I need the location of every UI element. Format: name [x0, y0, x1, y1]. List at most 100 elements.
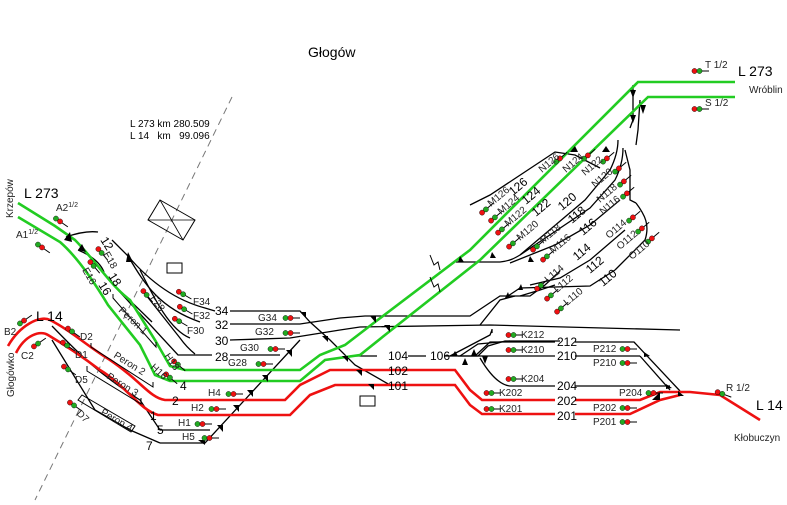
signal-p210: P210 [593, 358, 637, 369]
signal-label: D5 [75, 375, 88, 386]
signal-label: P204 [619, 388, 643, 399]
line-l14-east-label: L 14 [756, 397, 783, 413]
station-title: Głogów [308, 44, 356, 60]
track-7: 7 [146, 439, 153, 453]
signal-h5: H5 [182, 432, 219, 443]
signal-label: P201 [593, 417, 617, 428]
track-201: 201 [557, 409, 577, 423]
destination-klobuczyn: Kłobuczyn [734, 433, 780, 444]
signal-label: H2 [191, 403, 204, 414]
track-5: 5 [157, 423, 164, 437]
track-212: 212 [557, 335, 577, 349]
signal-r: R 1/2 [714, 383, 750, 398]
destination-wroblin: Wróblin [749, 85, 783, 96]
signal-g30: G30 [240, 343, 285, 354]
signal-label: R 1/2 [726, 383, 750, 394]
signal-label: P212 [593, 344, 617, 355]
line-l273-west-label: L 273 [24, 185, 59, 201]
signal-f30: F30 [172, 315, 205, 337]
platform-4-label: Peron 4 [99, 407, 135, 434]
signal-g34: G34 [258, 313, 300, 324]
platforms [77, 294, 157, 433]
black-tracks [51, 85, 681, 444]
switch-markers [64, 90, 684, 445]
signal-label: K204 [521, 374, 545, 385]
signal-label: K212 [521, 330, 545, 341]
signal-k201: K201 [483, 404, 523, 415]
track-102: 102 [388, 364, 408, 378]
track-104: 104 [388, 349, 408, 363]
signal-label: K210 [521, 345, 545, 356]
box-icon [166, 262, 183, 274]
signal-s: S 1/2 [691, 98, 729, 112]
km-marker-l273: L 273 km 280.509 [130, 119, 210, 130]
signal-label: P202 [593, 403, 617, 414]
signal-k204: K204 [505, 374, 545, 385]
signal-label: G28 [228, 358, 247, 369]
signal-d5: D5 [61, 363, 88, 386]
destination-glogowko: Głogówko [6, 352, 17, 397]
signal-label: F32 [193, 311, 211, 322]
line-l273-east-label: L 273 [738, 63, 773, 79]
track-30: 30 [215, 334, 229, 348]
signal-c2: C2 [21, 337, 47, 362]
signal-label: G34 [258, 313, 277, 324]
signal-b2: B2 [4, 314, 33, 338]
signal-h4: H4 [208, 388, 243, 399]
signal-f32: F32 [177, 303, 211, 322]
signal-k212: K212 [505, 330, 545, 341]
track-4: 4 [180, 379, 187, 393]
track-101: 101 [388, 379, 408, 393]
signal-label: D7 [74, 408, 91, 425]
signal-label: C2 [21, 351, 34, 362]
signal-f34: F34 [176, 288, 211, 308]
signal-label: S 1/2 [705, 98, 729, 109]
signal-label: T 1/2 [705, 60, 728, 71]
track-28: 28 [215, 350, 229, 364]
signal-label: G30 [240, 343, 259, 354]
signal-p204: P204 [619, 388, 663, 399]
signal-label: K202 [499, 388, 523, 399]
signal-label: D1 [75, 350, 88, 361]
signal-label: G32 [255, 327, 274, 338]
signal-d1: D1 [60, 339, 88, 361]
signal-n126: N126 [537, 151, 568, 175]
signal-t: T 1/2 [691, 60, 728, 74]
line-l273 [17, 80, 735, 383]
track-32: 32 [215, 318, 229, 332]
signal-label: K201 [499, 404, 523, 415]
station-building-icon [147, 199, 196, 241]
signal-d7: D7 [67, 399, 91, 425]
signal-label: H1 [178, 418, 191, 429]
signal-h2: H2 [191, 403, 226, 414]
signal-g32: G32 [255, 327, 300, 338]
signal-label: H4 [208, 388, 221, 399]
signal-d2: D2 [65, 325, 93, 343]
signal-label: F28 [148, 293, 167, 314]
line-l14 [6, 317, 761, 422]
signal-k210: K210 [505, 345, 545, 356]
destination-krzepow: Krzepów [5, 178, 16, 218]
signal-label: F34 [193, 297, 211, 308]
signal-label: F30 [187, 326, 205, 337]
signal-label: P210 [593, 358, 617, 369]
signal-label: D2 [80, 332, 93, 343]
signal-g28: G28 [228, 358, 273, 369]
track-1: 1 [150, 409, 157, 423]
signal-label: H5 [182, 432, 195, 443]
track-210: 210 [557, 349, 577, 363]
signal-a2: A21/2 [53, 202, 78, 228]
signal-label: A11/2 [16, 229, 38, 241]
track-34: 34 [215, 304, 229, 318]
signal-p202: P202 [593, 403, 637, 414]
km-marker-l14: L 14 km 99.096 [130, 131, 210, 142]
track-106: 106 [430, 349, 450, 363]
signal-label: A21/2 [56, 202, 78, 214]
section-insulator-icon [429, 254, 441, 293]
signal-p201: P201 [593, 417, 637, 428]
track-2: 2 [172, 394, 179, 408]
line-l14-west-label: L 14 [36, 308, 63, 324]
signal-k202: K202 [483, 388, 523, 399]
signal-h1: H1 [178, 418, 212, 429]
